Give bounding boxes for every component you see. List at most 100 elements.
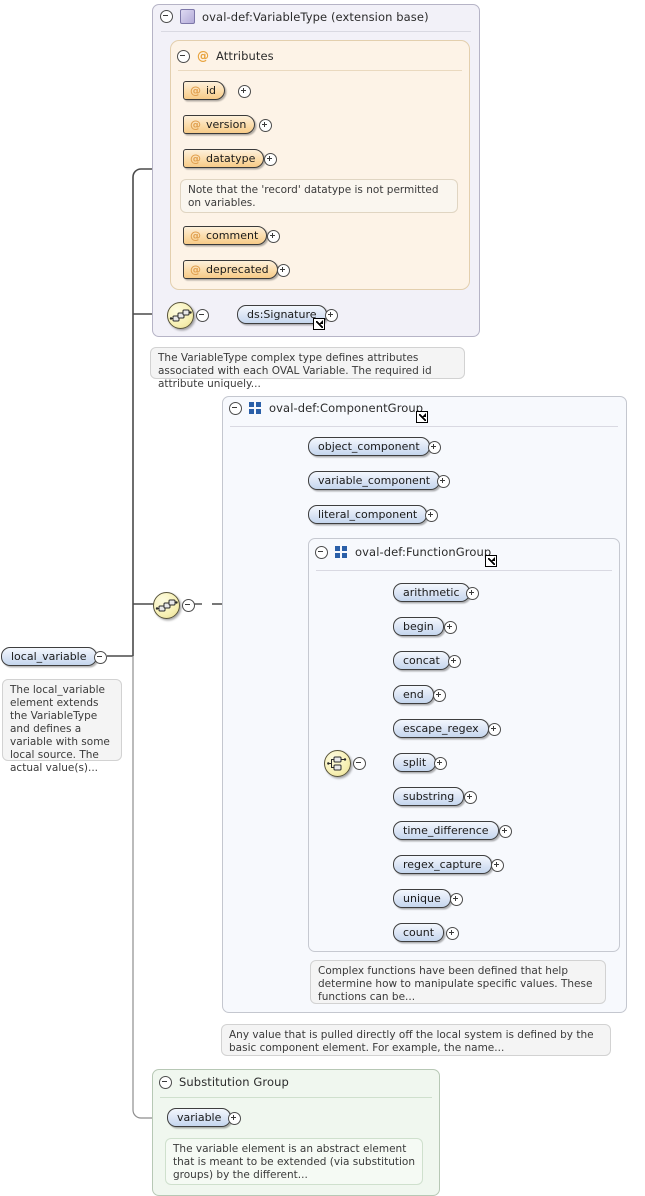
attributes-header-divider <box>178 70 462 71</box>
variable-type-annotation: The VariableType complex type defines at… <box>150 347 465 390</box>
substring-expand-icon[interactable] <box>464 791 477 804</box>
element-substring-label: substring <box>403 790 455 803</box>
count-expand-icon[interactable] <box>446 927 459 940</box>
element-escape-regex[interactable]: escape_regex <box>393 719 489 738</box>
function-group-toggle-icon[interactable] <box>315 545 328 559</box>
component-group-label: oval-def:ComponentGroup <box>269 401 424 415</box>
attributes-label: Attributes <box>216 49 274 63</box>
element-regex-capture-label: regex_capture <box>403 858 482 871</box>
substitution-group-header-divider <box>160 1097 432 1098</box>
component-group-header[interactable]: oval-def:ComponentGroup <box>229 401 423 415</box>
complex-type-icon <box>180 9 195 24</box>
begin-expand-icon[interactable] <box>444 621 457 634</box>
attribute-comment[interactable]: @ comment <box>183 226 268 245</box>
external-ref-icon[interactable] <box>485 555 497 567</box>
group-icon <box>335 545 348 559</box>
attribute-id[interactable]: @ id <box>183 81 226 100</box>
function-group-header[interactable]: oval-def:FunctionGroup <box>315 545 491 559</box>
function-group-label: oval-def:FunctionGroup <box>355 545 492 559</box>
attribute-id-expand-icon[interactable] <box>238 85 251 98</box>
element-variable-component-label: variable_component <box>318 474 431 487</box>
element-end-label: end <box>403 688 424 701</box>
element-concat[interactable]: concat <box>393 651 450 670</box>
element-count[interactable]: count <box>393 923 445 942</box>
element-time-difference-label: time_difference <box>403 824 489 837</box>
choice-compositor-functions[interactable] <box>324 750 351 777</box>
external-ref-icon[interactable] <box>313 318 325 330</box>
attribute-datatype-expand-icon[interactable] <box>264 153 277 166</box>
element-count-label: count <box>403 926 435 939</box>
element-ds-signature[interactable]: ds:Signature <box>237 305 327 324</box>
element-unique[interactable]: unique <box>393 889 451 908</box>
local-variable-annotation-text: The local_variable element extends the V… <box>10 684 110 774</box>
local-variable-collapse-icon[interactable] <box>94 651 107 664</box>
group-icon <box>249 401 262 415</box>
attribute-comment-label: comment <box>206 228 259 242</box>
note-tail <box>180 1134 189 1139</box>
element-end[interactable]: end <box>393 685 434 704</box>
sequence-icon <box>155 599 178 612</box>
element-begin[interactable]: begin <box>393 617 444 636</box>
datatype-note: Note that the 'record' datatype is not p… <box>180 179 458 213</box>
end-expand-icon[interactable] <box>433 689 446 702</box>
element-variable[interactable]: variable <box>167 1108 232 1127</box>
sequence-main-collapse-icon[interactable] <box>182 599 195 612</box>
element-local-variable[interactable]: local_variable <box>1 647 97 666</box>
substitution-group-annotation: The variable element is an abstract elem… <box>165 1138 423 1185</box>
element-substring[interactable]: substring <box>393 787 465 806</box>
element-split[interactable]: split <box>393 753 437 772</box>
component-group-annotation-text: Any value that is pulled directly off th… <box>229 1029 594 1054</box>
at-icon: @ <box>190 262 201 276</box>
literal-component-expand-icon[interactable] <box>425 509 438 522</box>
variable-expand-icon[interactable] <box>228 1112 241 1125</box>
attribute-version[interactable]: @ version <box>183 115 256 134</box>
variable-component-expand-icon[interactable] <box>437 475 450 488</box>
local-variable-annotation: The local_variable element extends the V… <box>2 679 122 774</box>
variable-type-annotation-text: The VariableType complex type defines at… <box>158 352 432 390</box>
variable-type-toggle-icon[interactable] <box>160 10 173 23</box>
component-group-toggle-icon[interactable] <box>229 401 242 415</box>
attribute-deprecated-expand-icon[interactable] <box>277 264 290 277</box>
signature-collapse-icon[interactable] <box>196 309 209 322</box>
escape-regex-expand-icon[interactable] <box>488 723 501 736</box>
arithmetic-expand-icon[interactable] <box>466 587 479 600</box>
attribute-id-label: id <box>206 83 217 97</box>
variable-type-header-divider <box>161 31 471 32</box>
regex-capture-expand-icon[interactable] <box>491 859 504 872</box>
element-time-difference[interactable]: time_difference <box>393 821 499 840</box>
element-regex-capture[interactable]: regex_capture <box>393 855 492 874</box>
split-expand-icon[interactable] <box>434 757 447 770</box>
function-group-annotation: Complex functions have been defined that… <box>310 960 606 1004</box>
attribute-deprecated[interactable]: @ deprecated <box>183 260 278 279</box>
attribute-comment-expand-icon[interactable] <box>267 230 280 243</box>
at-icon: @ <box>190 228 201 242</box>
element-object-component[interactable]: object_component <box>308 437 430 456</box>
element-variable-component[interactable]: variable_component <box>308 471 441 490</box>
substitution-group-toggle-icon[interactable] <box>159 1075 172 1089</box>
component-group-header-divider <box>230 426 618 427</box>
sequence-icon <box>169 309 192 322</box>
ds-signature-expand-icon[interactable] <box>325 309 338 322</box>
sequence-compositor-main[interactable] <box>153 592 180 619</box>
object-component-expand-icon[interactable] <box>428 441 441 454</box>
element-literal-component-label: literal_component <box>318 508 418 521</box>
element-arithmetic[interactable]: arithmetic <box>393 583 470 602</box>
external-ref-icon[interactable] <box>416 411 428 423</box>
choice-functions-collapse-icon[interactable] <box>353 757 366 770</box>
element-ds-signature-label: ds:Signature <box>247 308 317 321</box>
substitution-group-header[interactable]: Substitution Group <box>159 1075 289 1089</box>
time-difference-expand-icon[interactable] <box>499 825 512 838</box>
element-literal-component[interactable]: literal_component <box>308 505 428 524</box>
attributes-toggle-icon[interactable] <box>177 49 190 63</box>
attribute-version-expand-icon[interactable] <box>259 119 272 132</box>
datatype-note-text: Note that the 'record' datatype is not p… <box>188 184 439 209</box>
sequence-compositor-signature[interactable] <box>167 302 194 329</box>
function-group-annotation-text: Complex functions have been defined that… <box>318 965 593 1003</box>
attribute-datatype-label: datatype <box>206 151 256 165</box>
concat-expand-icon[interactable] <box>448 655 461 668</box>
element-concat-label: concat <box>403 654 440 667</box>
attribute-datatype[interactable]: @ datatype <box>183 149 265 168</box>
attributes-header[interactable]: @ Attributes <box>177 49 274 63</box>
variable-type-header[interactable]: oval-def:VariableType (extension base) <box>160 9 429 24</box>
unique-expand-icon[interactable] <box>450 893 463 906</box>
